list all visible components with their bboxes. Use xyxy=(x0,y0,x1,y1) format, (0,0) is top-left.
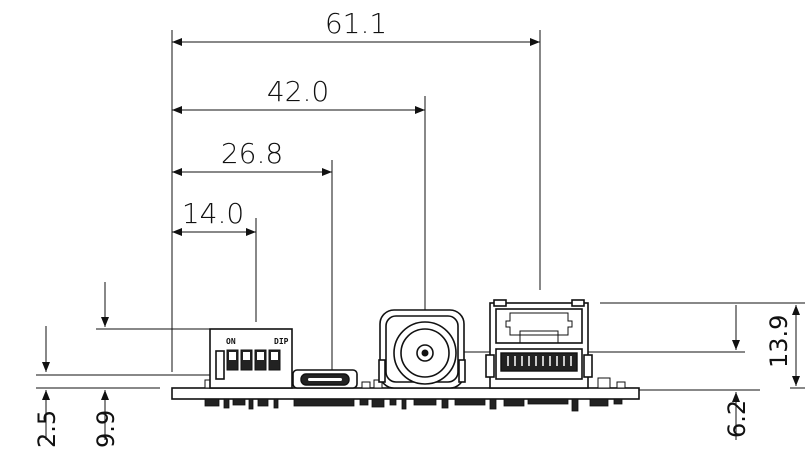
dim-label-width-total: 61.1 xyxy=(325,7,387,40)
coax-connector xyxy=(378,309,466,389)
rj45-connector xyxy=(485,299,593,389)
dip-label: DIP xyxy=(274,337,289,346)
dim-label-width-coax: 42.0 xyxy=(267,75,329,108)
dim-label-height-switch: 9.9 xyxy=(92,410,120,448)
dimension-width-coax: 42.0 xyxy=(172,75,426,355)
dim-label-height-bottom: 6.2 xyxy=(723,400,751,438)
dimension-width-usb: 26.8 xyxy=(172,137,333,372)
dim-label-height-board-top: 2.5 xyxy=(33,410,61,448)
dimension-height-rj45: 13.9 xyxy=(600,302,805,389)
usb-c-connector xyxy=(292,369,358,389)
dimension-height-switch: 9.9 xyxy=(92,282,210,448)
dim-label-height-rj45: 13.9 xyxy=(765,315,793,368)
dip-switch: ON DIP xyxy=(209,328,293,389)
dimension-width-switch: 14.0 xyxy=(172,197,257,322)
dip-on-label: ON xyxy=(226,337,236,346)
dimension-height-board-top: 2.5 xyxy=(33,326,214,448)
dim-label-width-switch: 14.0 xyxy=(182,197,244,230)
dimension-width-total: 61.1 xyxy=(171,7,541,372)
dim-label-width-usb: 26.8 xyxy=(221,137,283,170)
